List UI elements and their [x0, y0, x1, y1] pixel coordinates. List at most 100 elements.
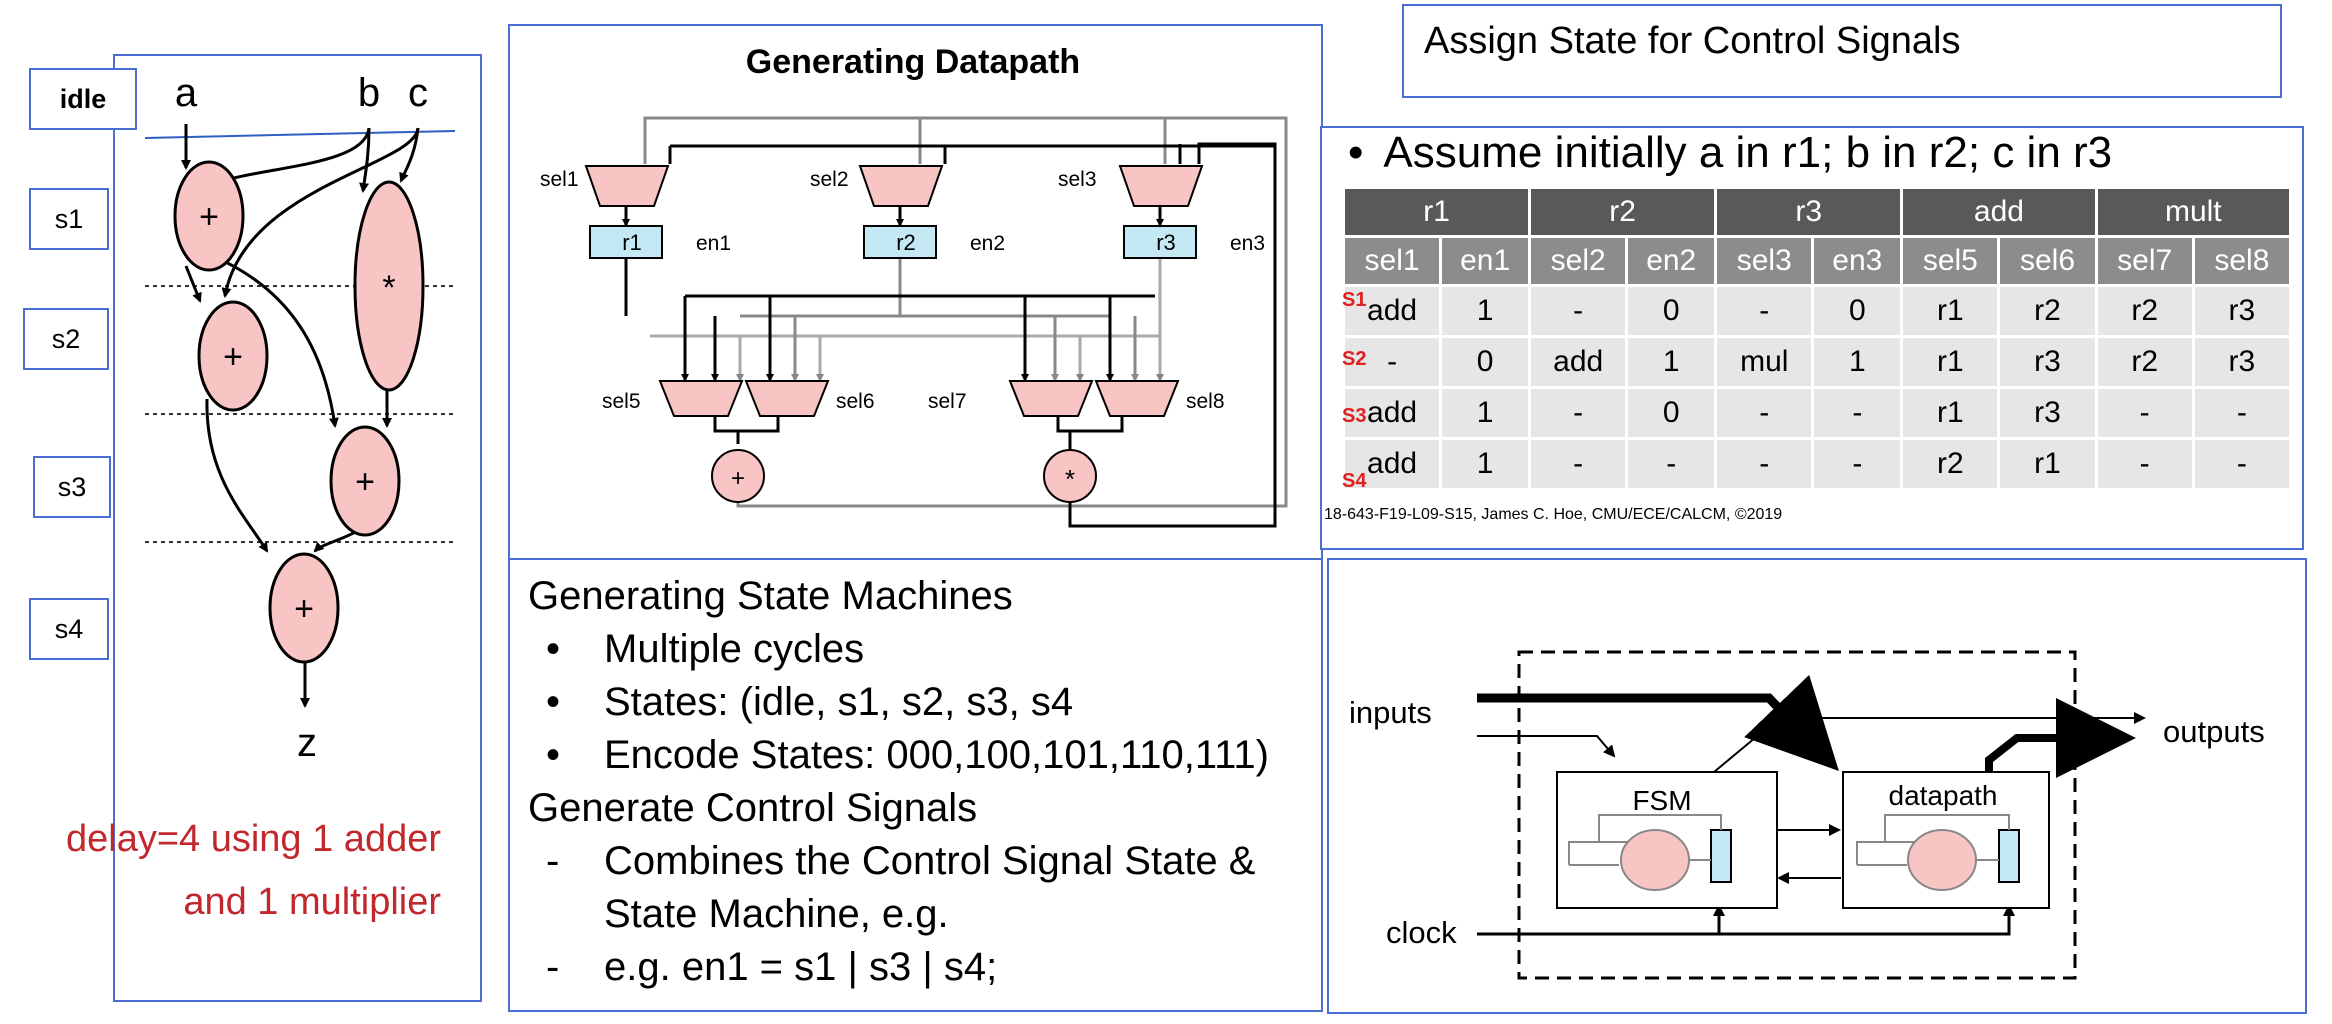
clock-label: clock: [1386, 915, 1457, 950]
table-cell: 1: [1814, 338, 1901, 386]
table-group-header-row: r1 r2 r3 add mult: [1345, 189, 2289, 235]
table-cell: r1: [1903, 338, 1998, 386]
datapath-multiplier-symbol: *: [1065, 464, 1075, 494]
datapath-diagram: Generating Datapath: [540, 43, 1288, 528]
mux-sel7: [1008, 380, 1094, 417]
table-cell: r1: [1903, 287, 1998, 335]
bullet-item: •Multiple cycles: [546, 627, 865, 671]
state-label-s4: s4: [29, 598, 109, 660]
datapath-register: [1998, 829, 2020, 883]
table-cell: r3: [2000, 389, 2095, 437]
table-cell: r3: [2194, 287, 2289, 335]
control-table-panel: •Assume initially a in r1; b in r2; c in…: [1320, 126, 2304, 550]
column-header: sel7: [2097, 238, 2192, 284]
input-b-label: b: [358, 71, 380, 115]
table-cell: r2: [2097, 338, 2192, 386]
table-cell: S2-: [1342, 338, 1440, 386]
sel7-label: sel7: [928, 390, 967, 413]
delay-note-line2: and 1 multiplier: [183, 881, 441, 923]
sel6-label: sel6: [836, 390, 875, 413]
table-cell: 0: [1628, 389, 1715, 437]
r2-label: r2: [896, 230, 916, 255]
bullet-item: •States: (idle, s1, s2, s3, s4: [546, 680, 1074, 724]
row-tag-s1: S1: [1342, 289, 1367, 311]
s4-adder-symbol: +: [294, 590, 314, 628]
column-header: sel3: [1717, 238, 1812, 284]
s3-adder-node: [329, 425, 401, 537]
sel3-label: sel3: [1058, 168, 1097, 191]
control-table-heading: •Assume initially a in r1; b in r2; c in…: [1348, 128, 2113, 177]
heading-generate-control-signals: Generate Control Signals: [528, 786, 978, 830]
mux-sel5: [658, 380, 744, 417]
sel5-label: sel5: [602, 390, 641, 413]
system-boundary: [1517, 650, 2077, 980]
table-cell: r2: [2097, 287, 2192, 335]
dash-item: -Combines the Control Signal State &: [546, 839, 1256, 883]
slide-footer: 18-643-F19-L09-S15, James C. Hoe, CMU/EC…: [1324, 506, 1783, 523]
schedule-panel: a b c + * + + + z delay=4 using 1 adder: [66, 54, 482, 1002]
table-cell: 0: [1628, 287, 1715, 335]
bullet-item: •Encode States: 000,100,101,110,111): [546, 733, 1269, 777]
heading-generating-state-machines: Generating State Machines: [528, 574, 1013, 618]
table-cell: -: [1717, 440, 1812, 488]
datapath-wires: [622, 116, 1288, 528]
outputs-label: outputs: [2163, 714, 2265, 749]
column-header: sel2: [1531, 238, 1626, 284]
state-label-s2: s2: [23, 308, 109, 370]
register-r2: [863, 225, 937, 259]
r3-label: r3: [1156, 230, 1176, 255]
en3-label: en3: [1230, 232, 1265, 255]
column-header: en3: [1814, 238, 1901, 284]
table-cell: -: [2194, 389, 2289, 437]
datapath-panel: Generating Datapath: [508, 24, 1323, 560]
delay-note-line1: delay=4 using 1 adder: [66, 818, 441, 860]
table-cell: 1: [1442, 440, 1529, 488]
sel1-label: sel1: [540, 168, 579, 191]
table-cell: 0: [1442, 338, 1529, 386]
table-cell: mul: [1717, 338, 1812, 386]
column-header: sel8: [2194, 238, 2289, 284]
fsm-internal-wires: [1568, 814, 1722, 866]
table-cell: -: [1717, 389, 1812, 437]
datapath-adder-symbol: +: [731, 465, 745, 492]
table-cell: -: [2194, 440, 2289, 488]
register-r1: [589, 225, 663, 259]
en2-label: en2: [970, 232, 1005, 255]
table-cell: -: [1814, 440, 1901, 488]
datapath-adder: [711, 449, 765, 503]
datapath-logic-node: [1907, 829, 1977, 891]
group-header-r2: r2: [1531, 189, 1715, 235]
register-r3: [1123, 225, 1197, 259]
table-column-header-row: sel1 en1 sel2 en2 sel3 en3 sel5 sel6 sel…: [1345, 238, 2289, 284]
datapath-multiplier: [1043, 449, 1097, 503]
table-cell: -: [1628, 440, 1715, 488]
mux-sel8: [1094, 380, 1180, 417]
input-a-label: a: [175, 71, 198, 115]
group-header-add: add: [1903, 189, 2095, 235]
column-header: sel6: [2000, 238, 2095, 284]
r1-label: r1: [622, 230, 642, 255]
group-header-r3: r3: [1717, 189, 1901, 235]
assign-state-title: Assign State for Control Signals: [1424, 20, 1961, 62]
sel8-label: sel8: [1186, 390, 1225, 413]
table-cell: -: [1531, 440, 1626, 488]
mux-sel2: [858, 165, 944, 207]
sel2-label: sel2: [810, 168, 849, 191]
fsm-wires: [1477, 674, 2146, 936]
state-machine-panel: Generating State Machines •Multiple cycl…: [508, 558, 1323, 1012]
table-cell: r1: [2000, 440, 2095, 488]
group-header-mult: mult: [2097, 189, 2289, 235]
fsm-label: FSM: [1632, 785, 1691, 816]
row-tag-s3: S3: [1342, 405, 1367, 427]
s1-adder-node: [173, 160, 245, 272]
table-cell: -: [1531, 287, 1626, 335]
table-cell: r3: [2194, 338, 2289, 386]
row-tag-s4: S4: [1342, 470, 1367, 492]
mux-sel1: [584, 165, 670, 207]
dash-item-continuation: State Machine, e.g.: [604, 892, 949, 936]
